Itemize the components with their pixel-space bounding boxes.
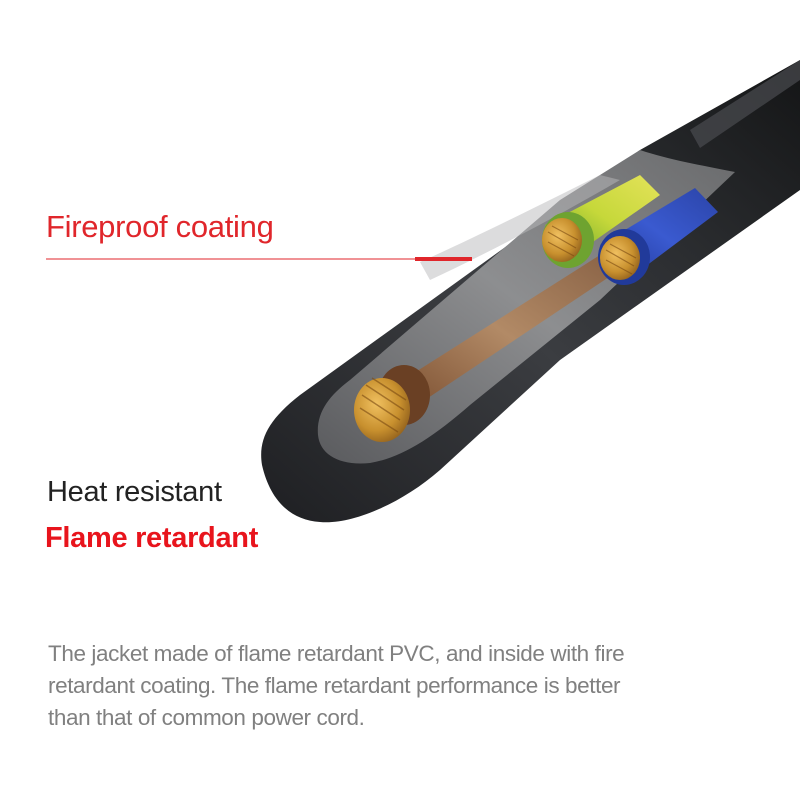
description-line: retardant coating. The flame retardant p… <box>48 673 621 698</box>
flame-retardant-label: Flame retardant <box>45 522 259 554</box>
wire-brown <box>395 255 612 410</box>
copper-conductor <box>354 218 640 442</box>
product-description: The jacket made of flame retardant PVC, … <box>48 638 748 734</box>
description-line: The jacket made of flame retardant PVC, … <box>48 641 625 666</box>
fireproof-coating-label: Fireproof coating <box>46 209 274 244</box>
heat-resistant-label: Heat resistant <box>47 476 222 508</box>
description-line: than that of common power cord. <box>48 705 365 730</box>
